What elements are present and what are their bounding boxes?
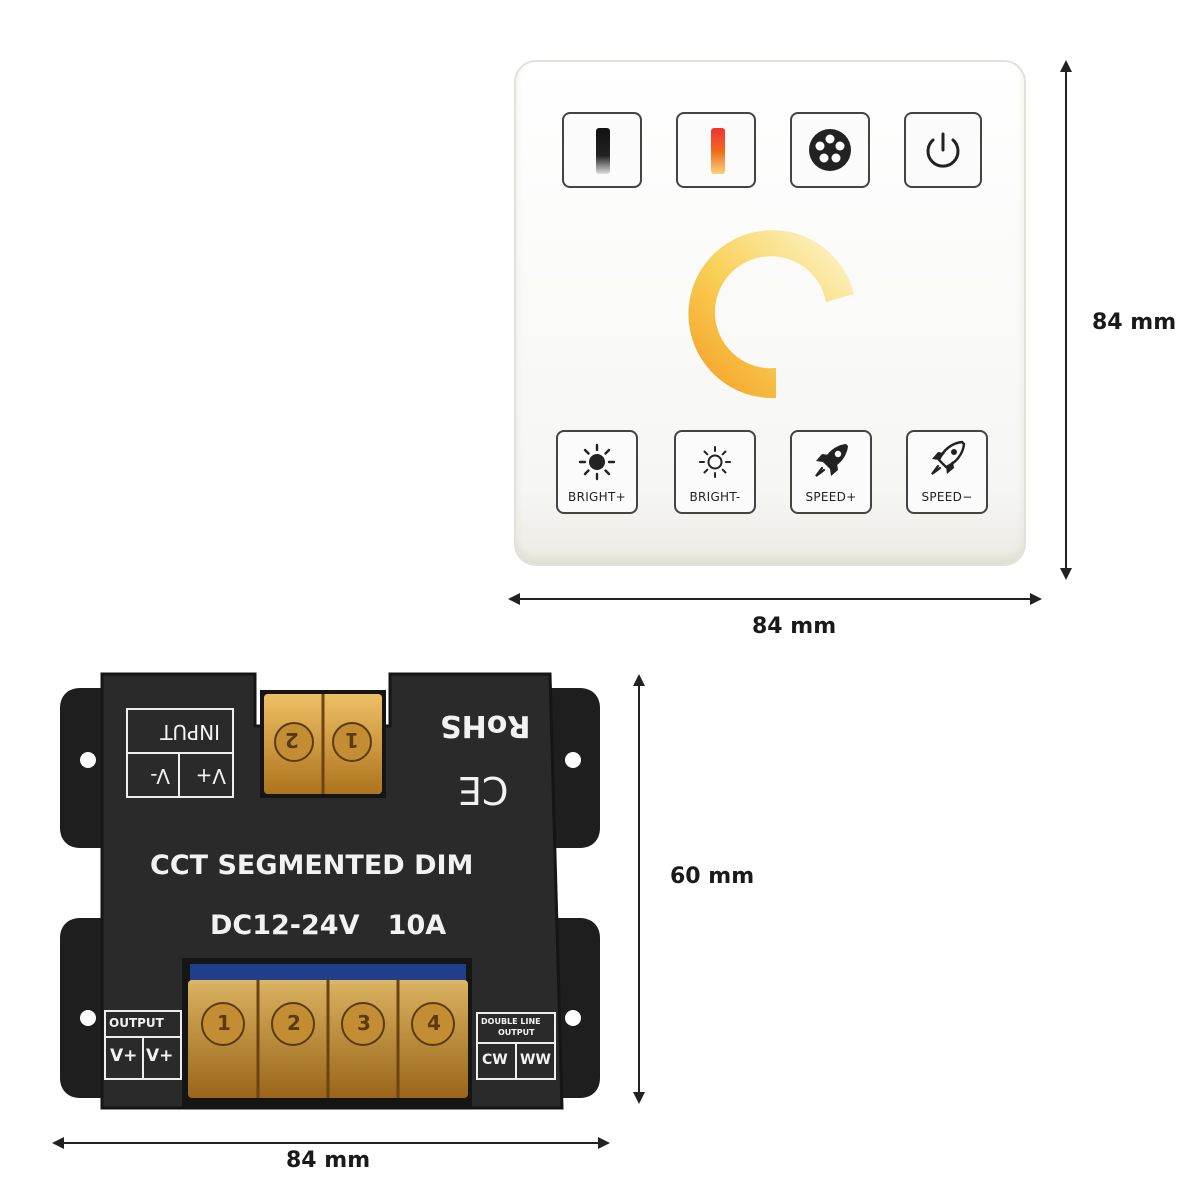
touch-panel: BRIGHT+ BRIGHT- SPEED+ [514,60,1026,566]
arrow-right-icon [1030,593,1042,605]
panel-height-dimension-line [1065,64,1067,576]
controller-housing [60,672,600,1110]
arrow-left-icon [508,593,520,605]
product-title: CCT SEGMENTED DIM [150,850,474,881]
speed-minus-label: SPEED− [921,490,973,504]
rocket-icon [931,440,966,475]
double-line-output-box: DOUBLE LINE OUTPUT CW WW [476,1012,556,1080]
arrow-down-icon [633,1092,645,1104]
bright-minus-button[interactable]: BRIGHT- [674,430,756,514]
output-terminal-3[interactable]: 3 [357,1011,371,1035]
speed-plus-button[interactable]: SPEED+ [790,430,872,514]
arrow-right-icon [598,1137,610,1149]
arrow-down-icon [1060,568,1072,580]
rohs-mark: RoHS [440,708,531,743]
input-vminus-label: V- [150,764,170,788]
power-icon [926,132,960,168]
arrow-left-icon [52,1137,64,1149]
cct-warm-button[interactable] [676,112,756,188]
bright-plus-button[interactable]: BRIGHT+ [556,430,638,514]
output-terminal-2[interactable]: 2 [287,1011,301,1035]
sun-small-icon [699,446,731,478]
speed-minus-button[interactable]: SPEED− [906,430,988,514]
cw-label: CW [482,1052,508,1068]
input-terminal-1[interactable]: 1 [345,728,359,752]
cct-white-button[interactable] [562,112,642,188]
controller-width-label: 84 mm [286,1148,371,1173]
double-output-label: OUTPUT [498,1028,535,1037]
bright-plus-label: BRIGHT+ [568,490,626,504]
controller-height-label: 60 mm [670,864,755,889]
mode-icon [809,129,851,171]
arrow-up-icon [1060,60,1072,72]
arrow-up-icon [633,674,645,686]
cct-white-icon [596,128,610,174]
controller-width-dimension-line [58,1142,604,1144]
input-label-box: V+ V- INPUT [126,708,234,798]
output-terminal-1[interactable]: 1 [217,1011,231,1035]
product-spec: DC12-24V 10A [210,910,447,941]
double-line-label: DOUBLE LINE [481,1017,541,1026]
ww-label: WW [520,1052,551,1068]
input-label: INPUT [160,720,220,744]
output-vplus-1-label: V+ [110,1046,138,1066]
sun-large-icon [578,443,616,481]
cct-color-ring[interactable] [672,210,872,410]
input-terminal-2[interactable]: 2 [285,728,299,752]
input-vplus-label: V+ [195,764,226,788]
output-label: OUTPUT [109,1016,164,1030]
output-label-box: OUTPUT V+ V+ [104,1010,182,1080]
mode-button[interactable] [790,112,870,188]
ce-mark: CE [458,768,509,812]
panel-width-label: 84 mm [752,614,837,639]
cct-warm-icon [711,128,725,174]
panel-height-label: 84 mm [1092,310,1177,335]
power-button[interactable] [904,112,982,188]
output-terminal-4[interactable]: 4 [427,1011,441,1035]
speed-plus-label: SPEED+ [805,490,857,504]
controller-height-dimension-line [638,678,640,1098]
bright-minus-label: BRIGHT- [689,490,741,504]
rocket-icon [815,444,848,477]
controller-unit: 2 1 1 2 3 4 V+ V- INPUT RoHS CE CCT SEGM… [50,668,610,1128]
panel-width-dimension-line [514,598,1034,600]
output-vplus-2-label: V+ [146,1046,174,1066]
